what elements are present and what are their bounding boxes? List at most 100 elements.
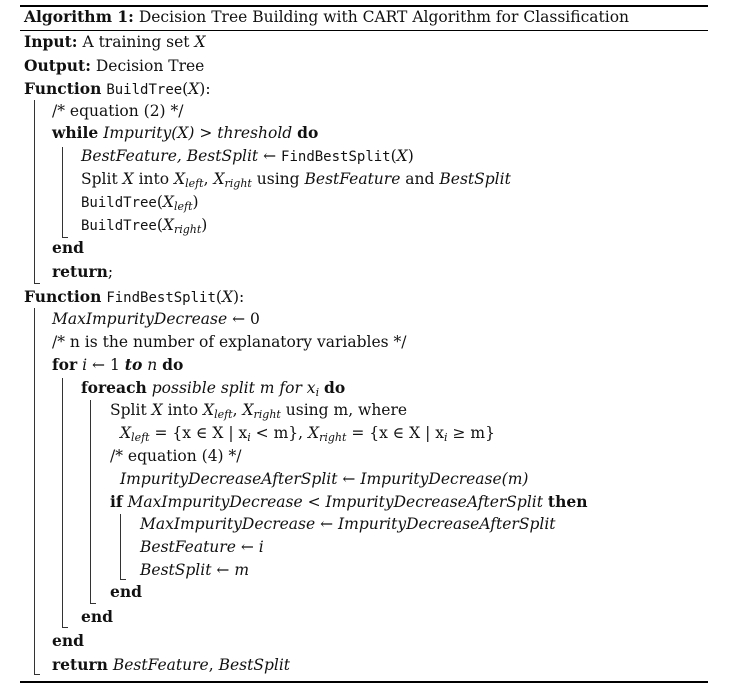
function-arg: X (188, 80, 200, 98)
split-m-line: Split X into Xleft, Xright using m, wher… (110, 400, 407, 420)
call-findbestsplit: FindBestSplit (281, 149, 391, 165)
comment-text: /* equation (2) */ (52, 102, 184, 120)
and-word: and (400, 170, 440, 188)
call-buildtree: BuildTree (81, 218, 157, 234)
for-keyword: for (52, 355, 78, 374)
best-vars: BestFeature, BestSplit (81, 147, 259, 165)
sep: , (203, 170, 214, 188)
var-bestsplit: BestSplit (218, 656, 291, 674)
comment-eq2: /* equation (2) */ (52, 101, 184, 121)
return-keyword: return (52, 262, 108, 281)
sub-left: left (185, 177, 204, 190)
less-than: < (302, 493, 326, 511)
var-x: X (242, 401, 254, 419)
split-word: Split (81, 170, 123, 188)
buildtree-left-call: BuildTree(Xleft) (81, 193, 199, 213)
using-m-where: using m, where (285, 401, 408, 419)
assign-arrow: ← (232, 310, 246, 328)
algorithm-label: Algorithm 1: (24, 7, 134, 26)
sub-left: left (173, 200, 193, 213)
function-name: FindBestSplit (106, 290, 216, 306)
function-name: BuildTree (106, 82, 183, 98)
return-keyword: return (52, 655, 108, 674)
end-keyword: end (52, 631, 84, 650)
assign-arrow: ← (342, 470, 356, 488)
block-line-while (62, 147, 63, 238)
var-maximpuritydecrease: MaxImpurityDecrease (127, 493, 303, 511)
buildtree-right-call: BuildTree(Xright) (81, 216, 208, 236)
block-line-for (62, 378, 63, 628)
assign-arrow: ← (320, 515, 334, 533)
algorithm-caption: Algorithm 1: Decision Tree Building with… (24, 7, 629, 27)
input-var: X (194, 33, 206, 51)
block-line-foreach (90, 400, 91, 604)
assign-arrow: ← (92, 356, 106, 374)
end-keyword: end (52, 238, 84, 257)
assign-mid-line: MaxImpurityDecrease ← ImpurityDecreaseAf… (140, 514, 556, 534)
function-keyword: Function (24, 287, 102, 306)
var-x: X (162, 193, 174, 211)
sub-i: i (444, 431, 448, 444)
return-line-1: return; (52, 262, 113, 282)
end-for: end (52, 631, 84, 651)
comment-text: /* n is the number of explanatory variab… (52, 333, 407, 351)
split-line: Split X into Xleft, Xright using BestFea… (81, 169, 511, 189)
set-def-line: Xleft = {x ∈ X | xi < m}, Xright = {x ∈ … (120, 423, 495, 443)
var-x: X (203, 401, 215, 419)
using-word: using (251, 170, 305, 188)
var-impuritydecreaseaftersplit: ImpurityDecreaseAfterSplit (338, 515, 556, 533)
top-rule (20, 5, 708, 7)
var-x: X (174, 170, 186, 188)
foreach-line: foreach possible split m for xi do (81, 378, 345, 398)
function-tail: ): (199, 80, 211, 98)
var-bestsplit: BestSplit (140, 561, 212, 579)
split-word: Split (110, 401, 152, 419)
var-x: X (308, 424, 320, 442)
function-buildtree: Function BuildTree(X): (24, 79, 211, 98)
sub-left: left (131, 431, 150, 444)
var-bestfeature: BestFeature (112, 656, 209, 674)
comment-eq4: /* equation (4) */ (110, 446, 242, 466)
do-keyword: do (162, 355, 184, 374)
do-keyword: do (324, 378, 346, 397)
block-tick-while (62, 237, 68, 238)
function-keyword: Function (24, 79, 102, 98)
call-buildtree: BuildTree (81, 195, 157, 211)
output-line: Output: Decision Tree (24, 56, 204, 76)
sub-left: left (214, 408, 233, 421)
comment-n: /* n is the number of explanatory variab… (52, 332, 406, 352)
input-line: Input: A training set X (24, 32, 206, 52)
assign-bs-line: BestSplit ← m (140, 560, 249, 580)
var-x: X (213, 170, 225, 188)
end-keyword: end (81, 607, 113, 626)
assign-best-line: BestFeature, BestSplit ← FindBestSplit(X… (81, 147, 414, 165)
arg-x: X (396, 147, 408, 165)
block-line-buildtree (34, 100, 35, 284)
input-keyword: Input: (24, 32, 78, 51)
output-text: Decision Tree (95, 57, 205, 75)
var-maximpuritydecrease: MaxImpurityDecrease (52, 310, 228, 328)
block-tick-findbestsplit (34, 674, 40, 675)
assign-bf-line: BestFeature ← i (140, 537, 264, 557)
sub-i: i (315, 386, 320, 399)
into-word: into (162, 401, 204, 419)
bottom-rule (20, 681, 708, 683)
into-word: into (133, 170, 175, 188)
foreach-condition: possible split m for x (151, 379, 316, 397)
var-i: i (258, 538, 264, 556)
foreach-keyword: foreach (81, 378, 147, 397)
end-keyword: end (110, 582, 142, 601)
var-n: n (147, 356, 158, 374)
function-arg: X (221, 288, 233, 306)
then-keyword: then (547, 492, 588, 511)
var-bestsplit: BestSplit (439, 170, 511, 188)
call-impuritydecrease: ImpurityDecrease(m) (360, 470, 529, 488)
sub-right: right (253, 408, 281, 421)
assign-arrow: ← (240, 538, 254, 556)
end-foreach: end (81, 607, 113, 627)
to-keyword: to (124, 355, 143, 374)
while-condition: Impurity(X) > threshold (103, 124, 293, 142)
block-tick-foreach (90, 603, 96, 604)
var-bestfeature: BestFeature (304, 170, 401, 188)
set-lt: < m}, (250, 424, 304, 442)
